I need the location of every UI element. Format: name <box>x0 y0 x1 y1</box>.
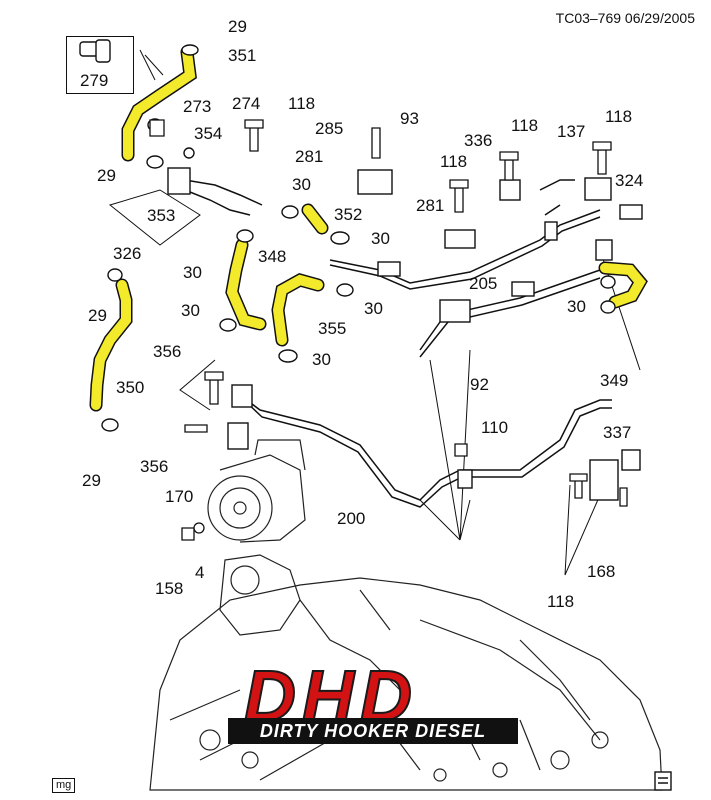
logo-subtitle: DIRTY HOOKER DIESEL <box>228 718 518 744</box>
callout-label: 168 <box>587 562 616 581</box>
callout-label: 326 <box>113 244 142 263</box>
clamps <box>101 44 643 501</box>
callout-label: 356 <box>153 342 182 361</box>
callout-label: 337 <box>603 423 632 442</box>
callout-label: 354 <box>194 124 223 143</box>
callout-label: 29 <box>97 166 116 185</box>
callout-label: 30 <box>183 263 202 282</box>
callout-label: 355 <box>318 319 347 338</box>
inset-label: 279 <box>80 71 109 90</box>
callout-label: 29 <box>82 471 101 490</box>
clip-icon <box>79 39 111 63</box>
callout-label: 324 <box>615 171 644 190</box>
callout-label: 170 <box>165 487 194 506</box>
callout-label: 158 <box>155 579 184 598</box>
callout-label: 336 <box>464 131 493 150</box>
callout-label: 350 <box>116 378 145 397</box>
callout-label: 30 <box>181 301 200 320</box>
callout-label: 349 <box>600 371 629 390</box>
callout-label: 348 <box>258 247 287 266</box>
callout-label: 4 <box>195 563 205 582</box>
callout-label: 92 <box>470 375 489 394</box>
callout-label: 29 <box>88 306 107 325</box>
callout-label: 281 <box>416 196 445 215</box>
drawing-reference: TC03–769 06/29/2005 <box>555 10 695 26</box>
inset-box <box>66 36 134 94</box>
callout-label: 118 <box>511 116 539 135</box>
callout-label: 356 <box>140 457 169 476</box>
callout-label: 351 <box>228 46 257 65</box>
callout-label: 352 <box>334 205 363 224</box>
callout-label: 30 <box>312 350 331 369</box>
spec-icon <box>654 771 672 791</box>
callout-label: 118 <box>440 152 468 171</box>
callout-label: 118 <box>288 94 316 113</box>
callout-label: 93 <box>400 109 419 128</box>
hoses <box>89 45 648 412</box>
callout-label: 285 <box>315 119 344 138</box>
callout-label: 29 <box>228 17 247 36</box>
callout-label: 110 <box>481 418 509 437</box>
callout-label: 353 <box>147 206 176 225</box>
callout-label: 281 <box>295 147 324 166</box>
callout-label: 118 <box>605 107 633 126</box>
callout-label: 30 <box>364 299 383 318</box>
dhd-logo: DHD DIRTY HOOKER DIESEL <box>228 656 518 746</box>
callout-label: 200 <box>337 509 366 528</box>
callout-label: 30 <box>371 229 390 248</box>
callout-label: 118 <box>547 592 575 611</box>
callout-label: 137 <box>557 122 586 141</box>
bolts <box>149 119 628 541</box>
corner-tag: mg <box>52 778 76 793</box>
callout-label: 274 <box>232 94 261 113</box>
callout-label: 273 <box>183 97 212 116</box>
callout-label: 30 <box>567 297 586 316</box>
callout-label: 205 <box>469 274 498 293</box>
callout-label: 30 <box>292 175 311 194</box>
